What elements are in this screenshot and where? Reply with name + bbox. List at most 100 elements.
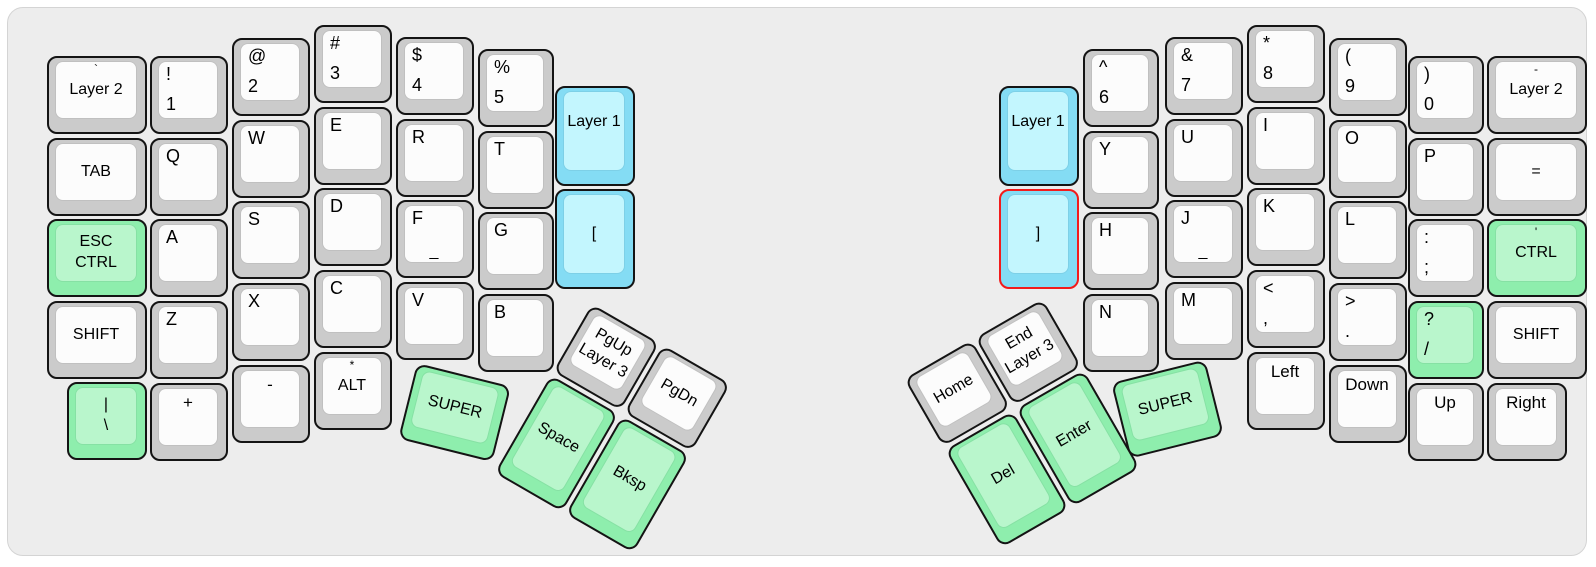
v-key[interactable]: V [396, 282, 474, 360]
exclam-1-label-bl: 1 [166, 94, 177, 114]
n-keycap-face: N [1092, 300, 1148, 356]
y-key[interactable]: Y [1083, 131, 1159, 209]
l-key[interactable]: L [1329, 201, 1407, 279]
z-key[interactable]: Z [150, 301, 228, 379]
down-arrow-key[interactable]: Down [1329, 365, 1407, 443]
asterisk-8-key[interactable]: *8 [1247, 25, 1325, 103]
super-right-key[interactable]: SUPER [1111, 359, 1224, 459]
layer1-left-keycap-face: Layer 1 [564, 92, 624, 170]
u-key[interactable]: U [1165, 119, 1243, 197]
f-key[interactable]: F_ [396, 200, 474, 278]
layer2-left-key[interactable]: `Layer 2 [47, 56, 147, 134]
paren-0-key[interactable]: )0 [1408, 56, 1484, 134]
amp-7-key[interactable]: &7 [1165, 37, 1243, 115]
shift-right-key[interactable]: SHIFT [1487, 301, 1587, 379]
caret-6-label-tl: ^ [1099, 57, 1108, 77]
up-arrow-key[interactable]: Up [1408, 383, 1484, 461]
exclam-1-key[interactable]: !1 [150, 56, 228, 134]
d-key[interactable]: D [314, 188, 392, 266]
left-arrow-key[interactable]: Left [1247, 352, 1325, 430]
q-key[interactable]: Q [150, 138, 228, 216]
m-key[interactable]: M [1165, 282, 1243, 360]
plus-key[interactable]: + [150, 383, 228, 461]
star-alt-key[interactable]: *ALT [314, 352, 392, 430]
g-key[interactable]: G [478, 212, 554, 290]
tab-key[interactable]: TAB [47, 138, 147, 216]
layer2-left-label-center: Layer 2 [56, 62, 136, 118]
hash-3-keycap-face: #3 [323, 31, 381, 87]
equals-key[interactable]: = [1487, 138, 1587, 216]
super-left-key[interactable]: SUPER [398, 363, 512, 463]
c-key[interactable]: C [314, 270, 392, 348]
s-key[interactable]: S [232, 201, 310, 279]
star-alt-keycap-face: *ALT [323, 358, 381, 414]
esc-ctrl-label-line: ESC [79, 233, 113, 251]
super-right-label-line: SUPER [1136, 388, 1194, 419]
dollar-4-key[interactable]: $4 [396, 37, 474, 115]
minus-layer2-key[interactable]: -Layer 2 [1487, 56, 1587, 134]
layer1-right-key[interactable]: Layer 1 [999, 86, 1079, 186]
l-label-tl: L [1345, 209, 1356, 229]
o-key[interactable]: O [1329, 120, 1407, 198]
quote-ctrl-key[interactable]: 'CTRL [1487, 219, 1587, 297]
pgdn-label-line: PgDn [657, 375, 701, 411]
caret-6-key[interactable]: ^6 [1083, 49, 1159, 127]
bksp-label-line: Bksp [609, 462, 650, 496]
shift-left-label-center: SHIFT [56, 307, 136, 363]
layer1-left-key[interactable]: Layer 1 [555, 86, 635, 186]
layer2-left-keycap-face: `Layer 2 [56, 62, 136, 118]
k-key[interactable]: K [1247, 188, 1325, 266]
a-keycap-face: A [159, 225, 217, 281]
a-key[interactable]: A [150, 219, 228, 297]
n-key[interactable]: N [1083, 294, 1159, 372]
e-key[interactable]: E [314, 107, 392, 185]
pipe-backslash-key[interactable]: |\ [67, 382, 147, 460]
at-2-label-bl: 2 [248, 76, 259, 96]
left-bracket-key[interactable]: [ [555, 189, 635, 289]
at-2-key[interactable]: @2 [232, 38, 310, 116]
u-label-tl: U [1181, 127, 1194, 147]
hash-3-key[interactable]: #3 [314, 25, 392, 103]
pgdn-keycap-face: PgDn [639, 354, 719, 433]
percent-5-key[interactable]: %5 [478, 49, 554, 127]
r-key[interactable]: R [396, 119, 474, 197]
super-left-label-center: SUPER [411, 371, 499, 444]
h-key[interactable]: H [1083, 212, 1159, 290]
paren-0-label-tl: ) [1424, 64, 1430, 84]
w-key[interactable]: W [232, 120, 310, 198]
b-label-tl: B [494, 302, 507, 322]
question-slash-label-tl: ? [1424, 309, 1435, 329]
minus-key[interactable]: - [232, 365, 310, 443]
comma-key[interactable]: <, [1247, 270, 1325, 348]
right-arrow-label-tcn: Right [1506, 393, 1546, 412]
question-slash-key[interactable]: ?/ [1408, 301, 1484, 379]
j-key[interactable]: J_ [1165, 200, 1243, 278]
colon-semicolon-key[interactable]: :; [1408, 219, 1484, 297]
right-bracket-key[interactable]: ] [999, 189, 1079, 289]
x-keycap-face: X [241, 289, 299, 345]
i-key[interactable]: I [1247, 107, 1325, 185]
shift-left-key[interactable]: SHIFT [47, 301, 147, 379]
asterisk-8-label-bl: 8 [1263, 63, 1274, 83]
colon-semicolon-keycap-face: :; [1417, 225, 1473, 281]
right-arrow-key[interactable]: Right [1487, 383, 1567, 461]
shift-left-label-line: SHIFT [72, 325, 120, 343]
t-key[interactable]: T [478, 131, 554, 209]
minus-layer2-label-center: Layer 2 [1496, 62, 1576, 118]
x-key[interactable]: X [232, 283, 310, 361]
asterisk-8-keycap-face: *8 [1256, 31, 1314, 87]
period-keycap-face: >. [1338, 289, 1396, 345]
asterisk-8-label-tl: * [1263, 33, 1271, 53]
b-key[interactable]: B [478, 294, 554, 372]
i-label-tl: I [1263, 115, 1269, 135]
paren-9-key[interactable]: (9 [1329, 38, 1407, 116]
exclam-1-label-tl: ! [166, 64, 172, 84]
r-label-tl: R [412, 127, 425, 147]
left-bracket-label-line: [ [591, 224, 597, 242]
period-key[interactable]: >. [1329, 283, 1407, 361]
p-key[interactable]: P [1408, 138, 1484, 216]
j-label-tl: J [1181, 208, 1190, 228]
plus-label-tcn: + [183, 393, 193, 412]
